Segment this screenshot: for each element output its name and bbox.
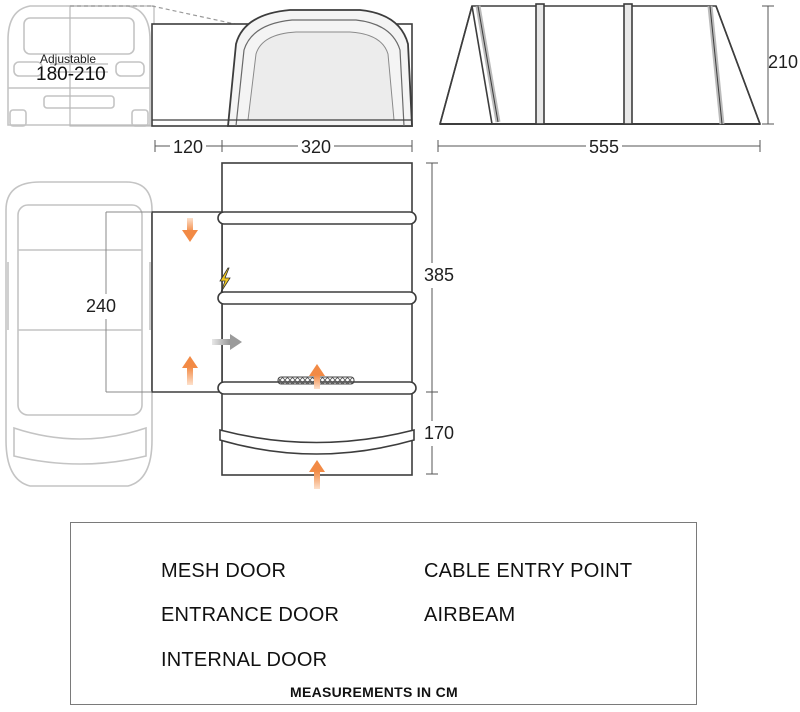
tent-side-view — [438, 3, 762, 125]
legend-entrance-door: ENTRANCE DOOR — [161, 604, 340, 626]
internal-arrow-right — [212, 334, 242, 350]
legend-panel — [70, 522, 697, 705]
entrance-arrow-up-center — [309, 364, 325, 389]
legend-airbeam: AIRBEAM — [424, 604, 516, 626]
van-height-range: 180-210 — [36, 64, 106, 85]
dim-width: 320 — [298, 137, 335, 158]
tent-front-view — [151, 9, 413, 127]
van-top-view — [5, 181, 153, 487]
floorplan-arrows — [182, 218, 325, 489]
legend-cable-entry: CABLE ENTRY POINT — [424, 560, 633, 582]
dim-height: 210 — [768, 52, 799, 72]
floorplan-airbeams — [217, 211, 417, 455]
dim-van-width: 240 — [86, 294, 117, 319]
dim-offset: 120 — [170, 137, 207, 158]
entrance-arrow-up-left — [182, 356, 198, 385]
legend-footer: MEASUREMENTS IN CM — [290, 684, 458, 700]
van-front-view — [7, 5, 151, 127]
cable-entry-bolt — [219, 267, 231, 293]
legend-mesh-door: MESH DOOR — [161, 560, 287, 582]
entrance-arrow-down — [182, 218, 198, 242]
legend-internal-door: INTERNAL DOOR — [161, 649, 328, 671]
dim-length-total: 555 — [586, 137, 623, 158]
dim-depth-main: 385 — [424, 263, 455, 288]
entrance-arrow-up-bottom — [309, 460, 325, 489]
van-adjustable-label: Adjustable — [40, 52, 97, 66]
dim-depth-porch: 170 — [424, 421, 455, 446]
